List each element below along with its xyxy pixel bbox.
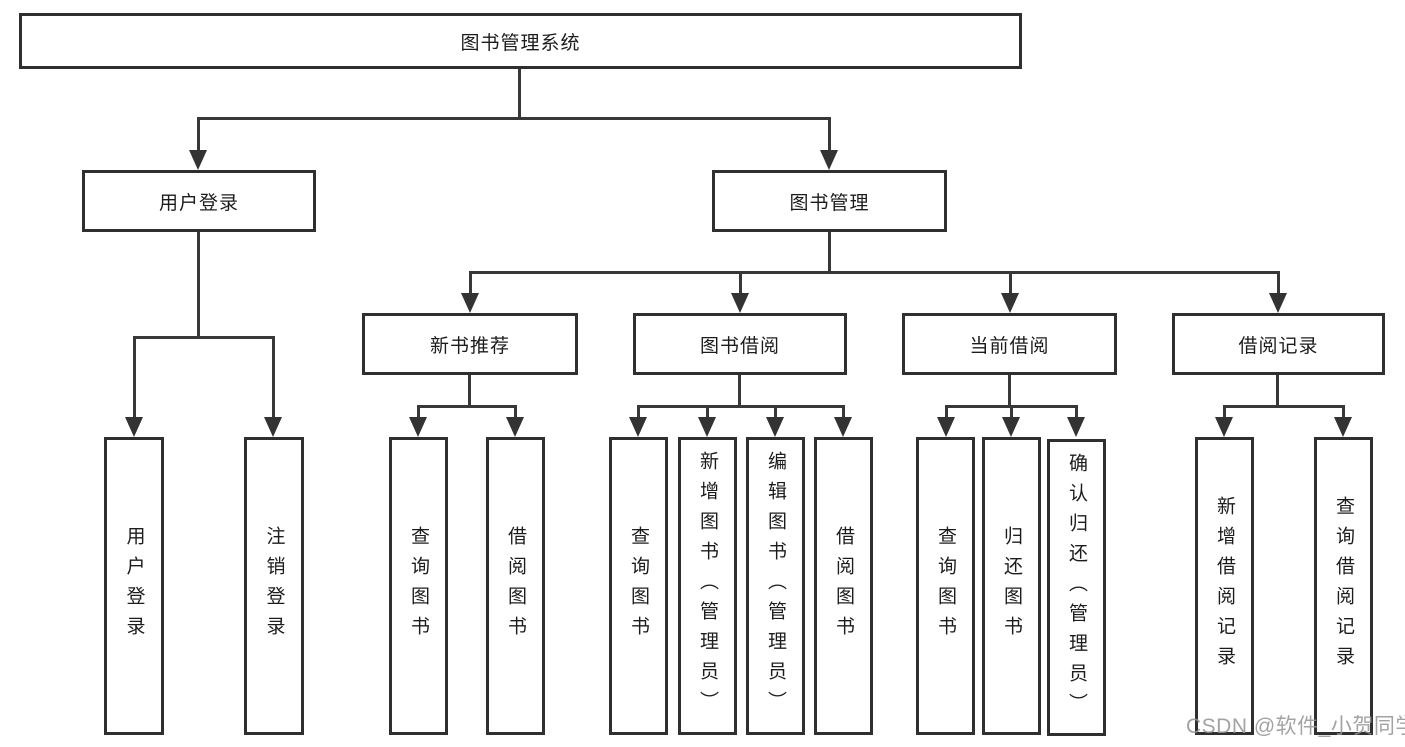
connector-drop xyxy=(945,405,948,419)
connector-stub xyxy=(738,375,741,408)
arrow-down-icon xyxy=(409,417,427,437)
leaf-label: 查询借阅记录 xyxy=(1333,496,1354,676)
leaf-borrow-books: 借阅图书 xyxy=(814,437,873,735)
leaf-query-books-recommend: 查询图书 xyxy=(389,437,448,735)
arrow-down-icon xyxy=(1334,417,1352,437)
node-label: 借阅记录 xyxy=(1238,335,1319,357)
leaf-edit-books-admin: 编辑图书（管理员） xyxy=(746,437,805,735)
leaf-query-books-current: 查询图书 xyxy=(916,437,975,735)
leaf-query-borrow-record: 查询借阅记录 xyxy=(1314,437,1373,735)
connector-stub xyxy=(468,375,471,408)
arrow-down-icon xyxy=(461,293,479,313)
node-label: 图书借阅 xyxy=(699,335,780,357)
arrow-down-icon xyxy=(506,417,524,437)
arrow-down-icon xyxy=(1067,417,1085,437)
arrow-down-icon xyxy=(1269,293,1287,313)
node-book-borrowing: 图书借阅 xyxy=(633,313,847,375)
connector-drop xyxy=(1010,405,1013,419)
leaf-label: 借阅图书 xyxy=(833,526,854,646)
connector-rail-level3 xyxy=(469,271,1280,274)
connector-drop xyxy=(1009,271,1012,295)
leaf-label: 查询图书 xyxy=(628,526,649,646)
arrow-down-icon xyxy=(125,417,143,437)
leaf-label: 注销登录 xyxy=(263,526,285,646)
leaf-user-login: 用户登录 xyxy=(104,437,164,735)
connector-userlogin-stub xyxy=(197,232,200,339)
connector-rail xyxy=(417,405,517,408)
leaf-label: 查询图书 xyxy=(408,526,429,646)
arrow-down-icon xyxy=(820,150,838,170)
connector-drop xyxy=(637,405,640,419)
leaf-return-books: 归还图书 xyxy=(982,437,1041,735)
connector-rail xyxy=(1223,405,1343,408)
csdn-watermark: CSDN @软件_小贺同学 xyxy=(1186,715,1405,738)
connector-root-stub xyxy=(518,68,521,120)
leaf-label: 借阅图书 xyxy=(505,526,526,646)
connector-drop xyxy=(1075,405,1078,419)
node-label: 图书管理系统 xyxy=(460,32,581,54)
arrow-down-icon xyxy=(698,417,716,437)
connector-rail xyxy=(637,405,844,408)
leaf-label: 编辑图书（管理员） xyxy=(765,451,786,721)
connector-drop xyxy=(842,405,845,419)
arrow-down-icon xyxy=(766,417,784,437)
arrow-down-icon xyxy=(731,293,749,313)
connector-drop xyxy=(828,117,831,152)
arrow-down-icon xyxy=(834,417,852,437)
connector-drop xyxy=(417,405,420,419)
arrow-down-icon xyxy=(1215,417,1233,437)
arrow-down-icon xyxy=(937,417,955,437)
connector-bookmgmt-stub xyxy=(828,232,831,274)
node-library-management-system: 图书管理系统 xyxy=(19,13,1022,69)
leaf-query-books-borrowing: 查询图书 xyxy=(609,437,668,735)
arrow-down-icon xyxy=(1001,293,1019,313)
connector-drop xyxy=(1223,405,1226,419)
leaf-add-borrow-record: 新增借阅记录 xyxy=(1195,437,1254,735)
connector-drop xyxy=(469,271,472,295)
node-label: 新书推荐 xyxy=(429,335,510,357)
node-label: 图书管理 xyxy=(789,192,870,214)
node-label: 用户登录 xyxy=(158,192,239,214)
connector-drop xyxy=(133,336,136,419)
arrow-down-icon xyxy=(1002,417,1020,437)
connector-drop xyxy=(1342,405,1345,419)
arrow-down-icon xyxy=(189,150,207,170)
node-current-borrowing: 当前借阅 xyxy=(902,313,1117,375)
connector-drop xyxy=(739,271,742,295)
node-borrowing-records: 借阅记录 xyxy=(1172,313,1385,375)
connector-drop xyxy=(197,117,200,152)
leaf-add-books-admin: 新增图书（管理员） xyxy=(678,437,737,735)
arrow-down-icon xyxy=(264,417,282,437)
connector-drop xyxy=(1277,271,1280,295)
leaf-label: 新增图书（管理员） xyxy=(697,451,718,721)
leaf-label: 新增借阅记录 xyxy=(1214,496,1235,676)
connector-rail-userlogin xyxy=(133,336,275,339)
connector-drop xyxy=(706,405,709,419)
connector-rail-level2 xyxy=(197,117,831,120)
node-label: 当前借阅 xyxy=(969,335,1050,357)
connector-drop xyxy=(774,405,777,419)
connector-drop xyxy=(514,405,517,419)
leaf-borrow-books-recommend: 借阅图书 xyxy=(486,437,545,735)
leaf-label: 用户登录 xyxy=(123,526,145,646)
node-new-book-recommendation: 新书推荐 xyxy=(362,313,578,375)
connector-drop xyxy=(272,336,275,419)
node-book-management: 图书管理 xyxy=(712,170,947,232)
connector-stub xyxy=(1008,375,1011,408)
arrow-down-icon xyxy=(629,417,647,437)
node-user-login: 用户登录 xyxy=(82,170,316,232)
leaf-confirm-return-admin: 确认归还（管理员） xyxy=(1047,439,1106,736)
leaf-label: 归还图书 xyxy=(1001,526,1022,646)
leaf-label: 查询图书 xyxy=(935,526,956,646)
connector-stub xyxy=(1276,375,1279,408)
leaf-logout: 注销登录 xyxy=(244,437,304,735)
leaf-label: 确认归还（管理员） xyxy=(1066,452,1087,723)
